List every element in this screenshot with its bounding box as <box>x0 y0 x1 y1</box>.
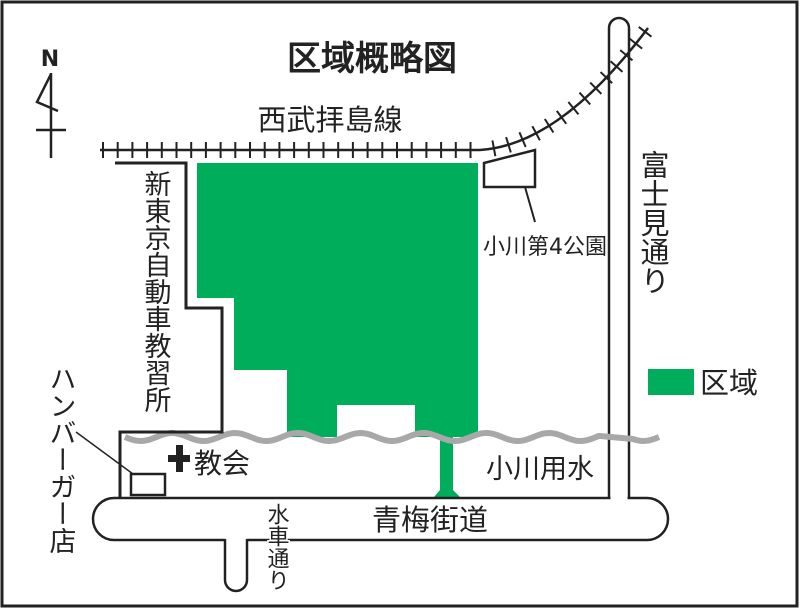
legend-swatch <box>648 369 694 395</box>
legend-label: 区域 <box>700 366 758 400</box>
suisha-street <box>223 539 249 593</box>
railway-tie <box>619 49 634 62</box>
railway-tie <box>589 81 603 95</box>
railway-tie <box>578 91 591 106</box>
burger-shop-label: ハンバーガー店 <box>45 365 77 554</box>
fujimi-street <box>607 16 631 500</box>
suisha-street-label: 水車通り <box>264 503 290 591</box>
railway-tie <box>543 118 555 134</box>
driving-school-label: 新東京自動車教習所 <box>140 170 172 413</box>
railway-tie <box>491 140 497 157</box>
railway-tie <box>628 37 643 50</box>
burger-shop-outline <box>129 472 167 497</box>
park-leader-line <box>524 186 536 223</box>
district-area <box>197 163 478 437</box>
park-outline <box>482 148 537 189</box>
railway-tie <box>638 26 653 38</box>
driving-school-boundary <box>115 161 224 498</box>
ome-kaido-label: 青梅街道 <box>372 503 488 537</box>
fujimi-street-label: 富士見通り <box>636 150 670 295</box>
railway-tie <box>531 125 541 141</box>
ome-kaido-road <box>91 496 670 542</box>
park-label: 小川第4公園 <box>483 235 607 260</box>
ogawa-canal-river <box>123 429 661 445</box>
railway-tie <box>556 110 568 125</box>
railway-tie <box>599 71 613 84</box>
railway-tie <box>567 101 580 116</box>
north-label: N <box>41 47 59 72</box>
burger-shop-leader-line <box>75 431 134 475</box>
church-cross-icon <box>168 445 190 472</box>
railway-tie <box>518 131 527 148</box>
canal-label: 小川用水 <box>486 454 594 485</box>
railway-tie <box>609 60 624 73</box>
railway-tie <box>505 136 512 153</box>
railway-label: 西武拝島線 <box>257 103 402 137</box>
railway-ties <box>102 26 653 158</box>
map-title: 区域概略図 <box>287 39 457 79</box>
church-label: 教会 <box>194 447 250 480</box>
district-area-strip <box>434 437 460 497</box>
north-arrow-icon <box>35 73 66 158</box>
